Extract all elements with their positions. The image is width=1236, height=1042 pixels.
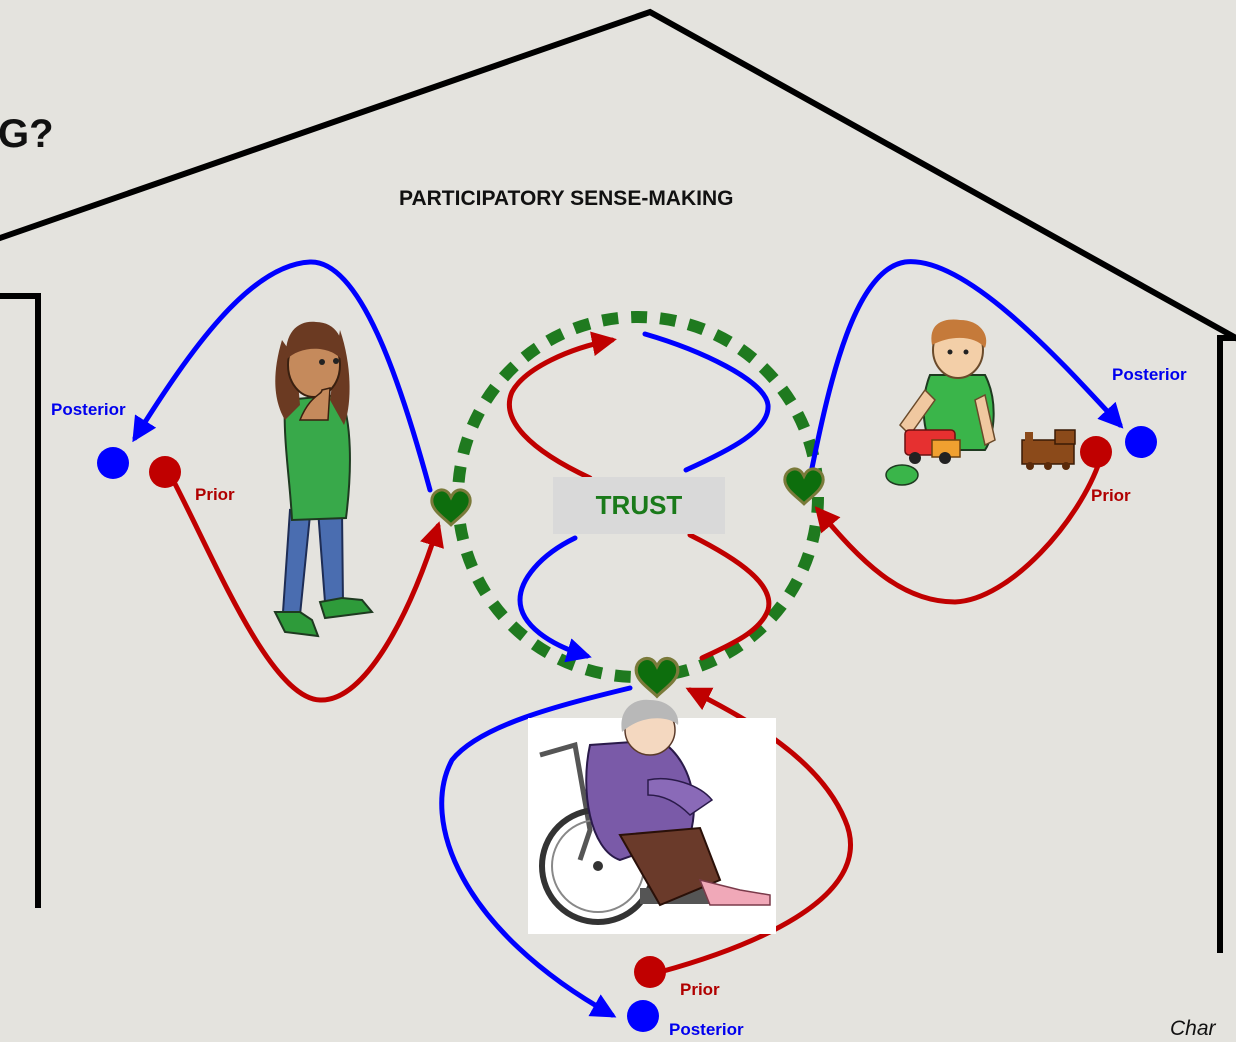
house-outline [0, 8, 1236, 953]
heart-icon [634, 656, 680, 698]
girl-prior-label: Prior [195, 485, 235, 504]
girl-figure [273, 321, 374, 638]
inner-loops [506, 331, 772, 663]
grandma-prior-dot [634, 956, 666, 988]
slide-title-fragment: G? [0, 112, 54, 156]
girl-prior-dot [149, 456, 181, 488]
credit-fragment: Char [1170, 1017, 1216, 1040]
grandma-posterior-label: Posterior [669, 1020, 744, 1039]
trust-box: TRUST [553, 477, 725, 534]
trust-label: TRUST [595, 490, 683, 520]
boy-prior-label: Prior [1091, 486, 1131, 505]
girl-loops [132, 259, 444, 703]
girl-posterior-label: Posterior [51, 400, 126, 419]
grandmother-wheelchair-figure [528, 699, 776, 934]
heart-icon [430, 488, 472, 527]
boy-posterior-label: Posterior [1112, 365, 1187, 384]
grandma-posterior-dot [627, 1000, 659, 1032]
boy-posterior-dot [1125, 426, 1157, 458]
boy-loops [809, 259, 1124, 605]
grandma-prior-label: Prior [680, 980, 720, 999]
girl-posterior-dot [97, 447, 129, 479]
boy-with-toys-figure [885, 319, 1076, 486]
house-label: PARTICIPATORY SENSE-MAKING [399, 187, 734, 210]
boy-prior-dot [1080, 436, 1112, 468]
